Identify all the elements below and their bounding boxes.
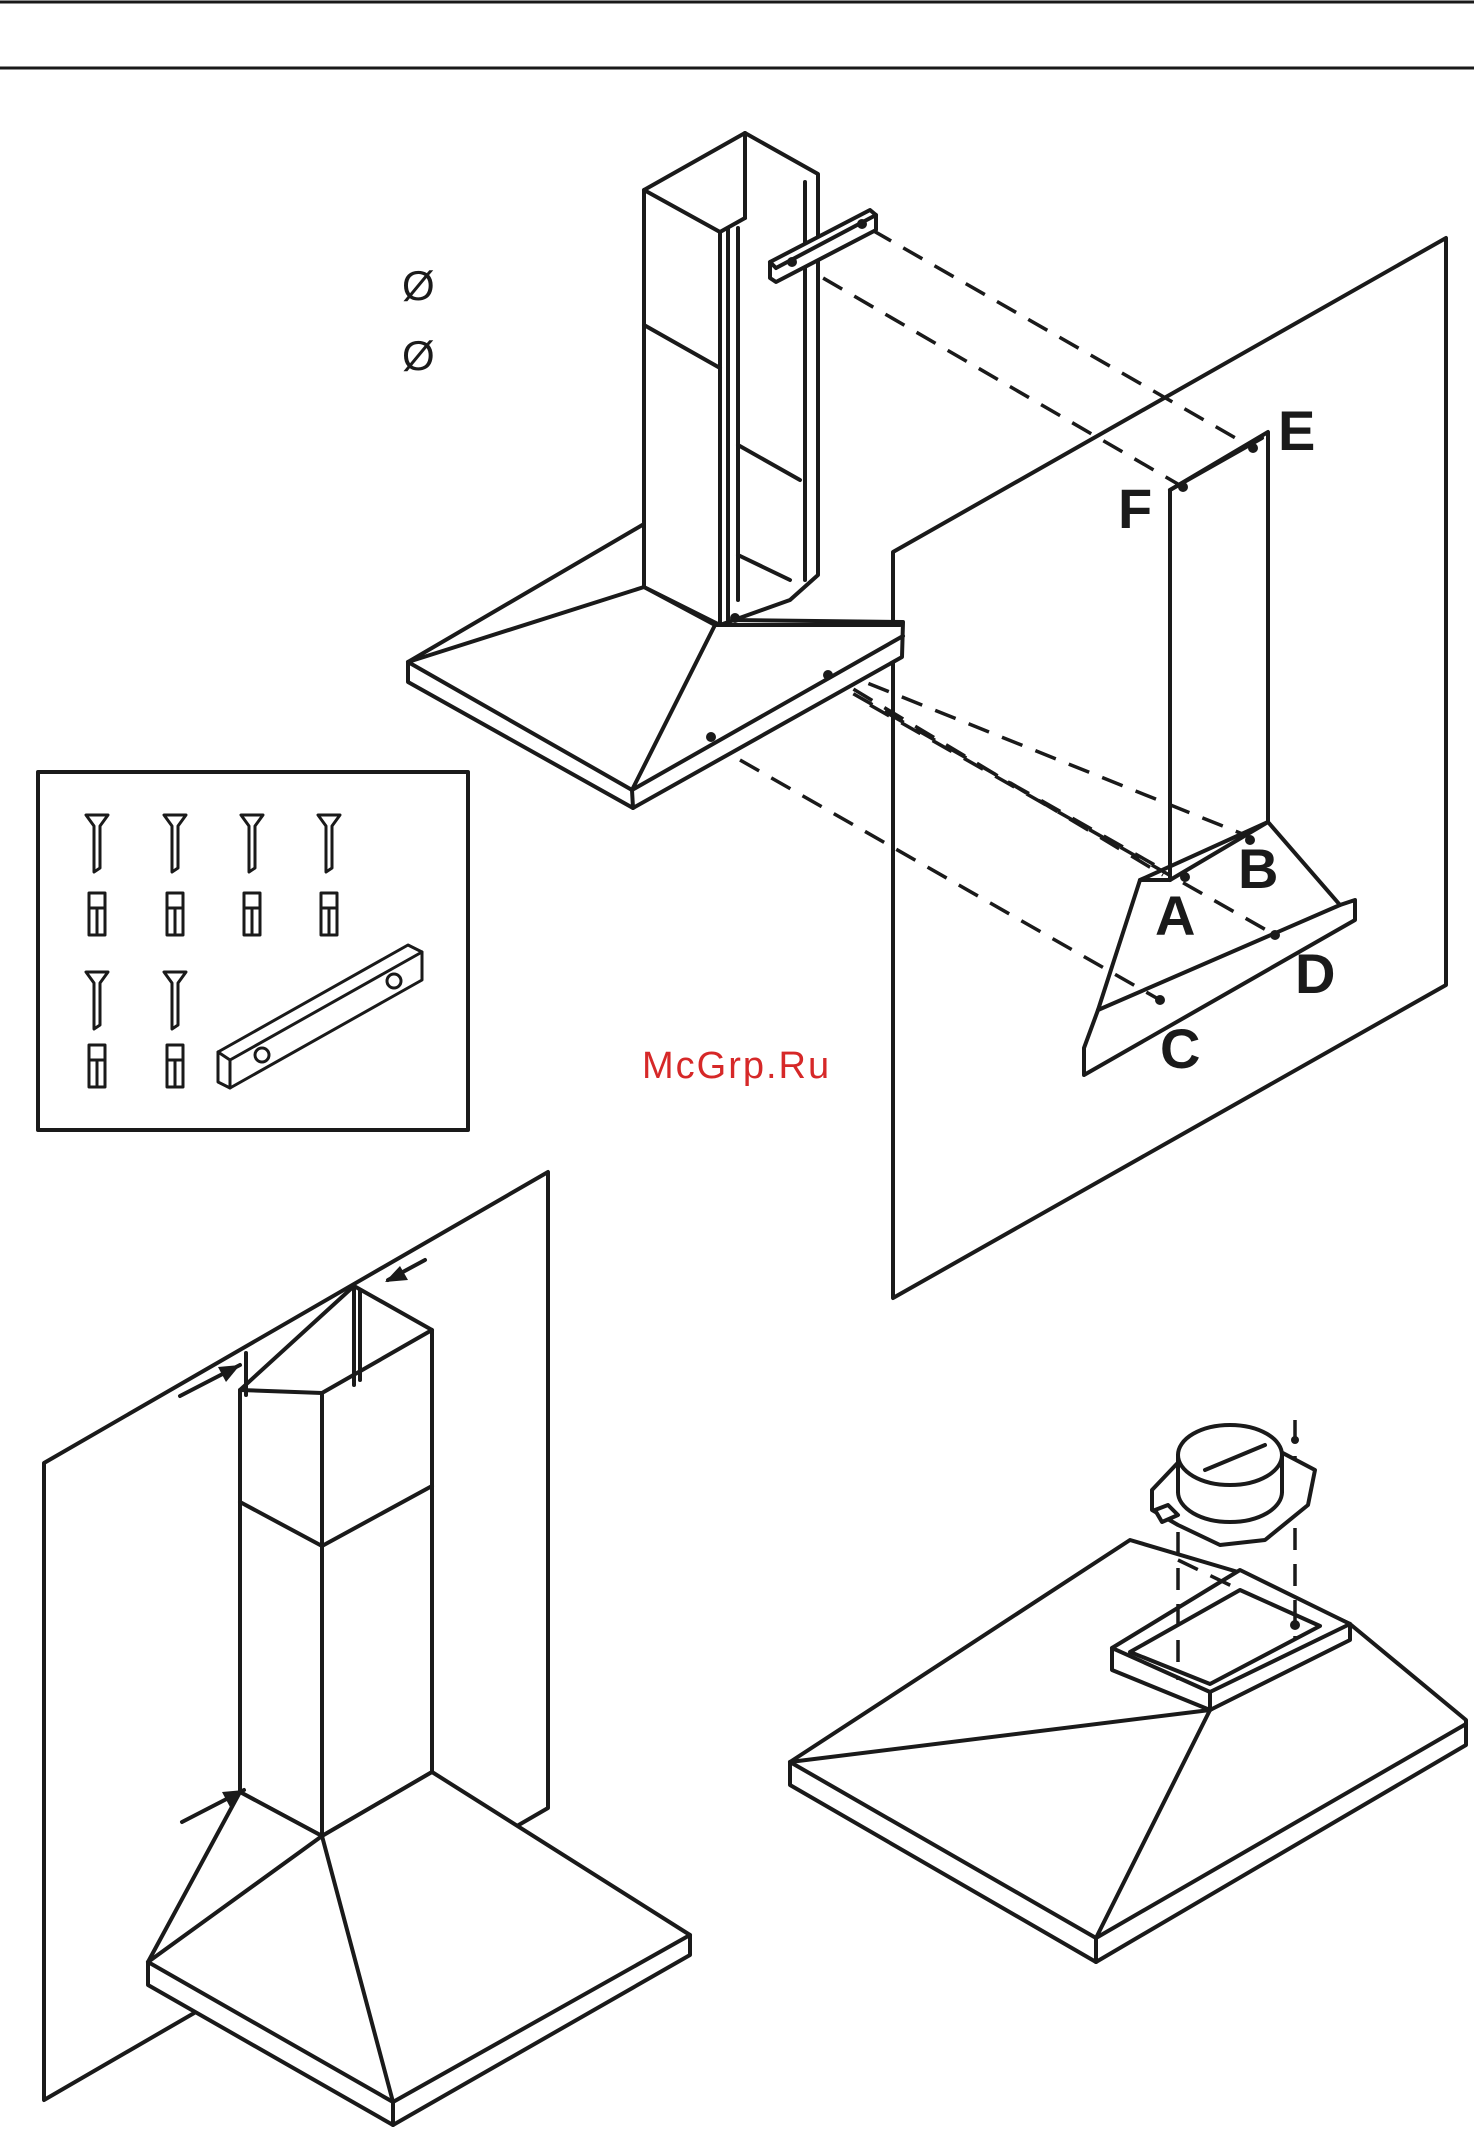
label-b: B bbox=[1238, 837, 1278, 900]
label-f: F bbox=[1118, 477, 1152, 540]
watermark: McGrp.Ru bbox=[642, 1045, 831, 1087]
label-d: D bbox=[1295, 942, 1335, 1005]
diameter-symbol-1: Ø bbox=[402, 262, 435, 309]
label-a: A bbox=[1155, 884, 1195, 947]
figure-assembled-hood bbox=[44, 1172, 690, 2125]
figure-wall-mounting: A B C D E F Ø Ø bbox=[402, 133, 1446, 1298]
label-e: E bbox=[1278, 399, 1315, 462]
figure-damper-assembly bbox=[790, 1420, 1466, 1962]
chimney-stack bbox=[644, 133, 818, 625]
label-c: C bbox=[1160, 1017, 1200, 1080]
diameter-symbol-2: Ø bbox=[402, 332, 435, 379]
fixings-box bbox=[38, 772, 468, 1130]
